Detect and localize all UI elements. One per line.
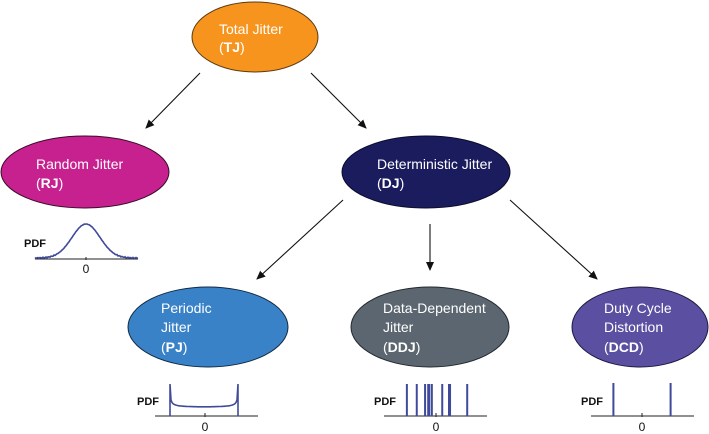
pdf-plot-rj-curve — [34, 223, 139, 260]
node-pj-title: Periodic — [161, 300, 212, 316]
pdf-plot-dcd-impulses — [612, 383, 672, 416]
pdf-plot-dcd-ylabel: PDF — [581, 396, 603, 408]
node-pj-abbr: (PJ) — [161, 339, 187, 355]
node-ddj-title: Data-Dependent — [383, 300, 486, 316]
pdf-plot-rj-ylabel: PDF — [24, 238, 46, 250]
arrow-tj-to-dj — [310, 72, 367, 129]
pdf-plot-pj-ylabel: PDF — [137, 396, 159, 408]
pdf-plot-ddj: PDF 0 — [374, 384, 487, 434]
node-deterministic-jitter: Deterministic Jitter (DJ) — [341, 135, 511, 209]
node-ddj-title-2: Jitter — [383, 319, 414, 335]
node-tj-abbr: (TJ) — [219, 39, 245, 55]
arrow-dj-to-dcd — [509, 199, 598, 280]
node-pj-title-2: Jitter — [161, 319, 192, 335]
pdf-plot-dcd: PDF 0 — [581, 383, 694, 434]
pdf-plot-pj-xlabel: 0 — [202, 420, 209, 434]
pdf-plot-dcd-xlabel: 0 — [639, 420, 646, 434]
node-total-jitter: Total Jitter (TJ) — [191, 1, 319, 73]
pdf-plot-ddj-xlabel: 0 — [433, 420, 440, 434]
arrow-dj-to-pj — [256, 199, 344, 280]
node-rj-title: Random Jitter — [36, 156, 123, 172]
node-duty-cycle-distortion: Duty Cycle Distortion (DCD) — [571, 286, 709, 368]
node-dcd-ellipse — [571, 286, 709, 368]
node-ddj-abbr: (DDJ) — [383, 339, 420, 355]
node-periodic-jitter: Periodic Jitter (PJ) — [127, 286, 289, 368]
node-tj-title: Total Jitter — [219, 21, 283, 37]
arrow-tj-to-rj — [145, 72, 201, 129]
edges — [145, 72, 598, 280]
pdf-plot-ddj-impulses — [405, 384, 469, 416]
node-dcd-title-2: Distortion — [604, 319, 663, 335]
node-tj-ellipse — [191, 1, 319, 73]
pdf-plot-ddj-ylabel: PDF — [374, 396, 396, 408]
node-dj-ellipse — [341, 135, 511, 209]
node-pj-ellipse — [127, 286, 289, 368]
node-dcd-title: Duty Cycle — [604, 300, 672, 316]
pdf-plot-pj-curve — [169, 383, 239, 416]
node-rj-abbr: (RJ) — [36, 175, 63, 191]
node-data-dependent-jitter: Data-Dependent Jitter (DDJ) — [350, 286, 510, 368]
node-ddj-ellipse — [350, 286, 510, 368]
node-rj-ellipse — [0, 135, 170, 209]
pdf-plot-pj: PDF 0 — [137, 383, 258, 434]
node-dcd-abbr: (DCD) — [604, 339, 644, 355]
pdf-plot-rj: PDF 0 — [24, 223, 139, 276]
pdf-plot-rj-xlabel: 0 — [83, 262, 90, 276]
node-dj-abbr: (DJ) — [377, 175, 404, 191]
node-random-jitter: Random Jitter (RJ) — [0, 135, 170, 209]
node-dj-title: Deterministic Jitter — [377, 156, 492, 172]
